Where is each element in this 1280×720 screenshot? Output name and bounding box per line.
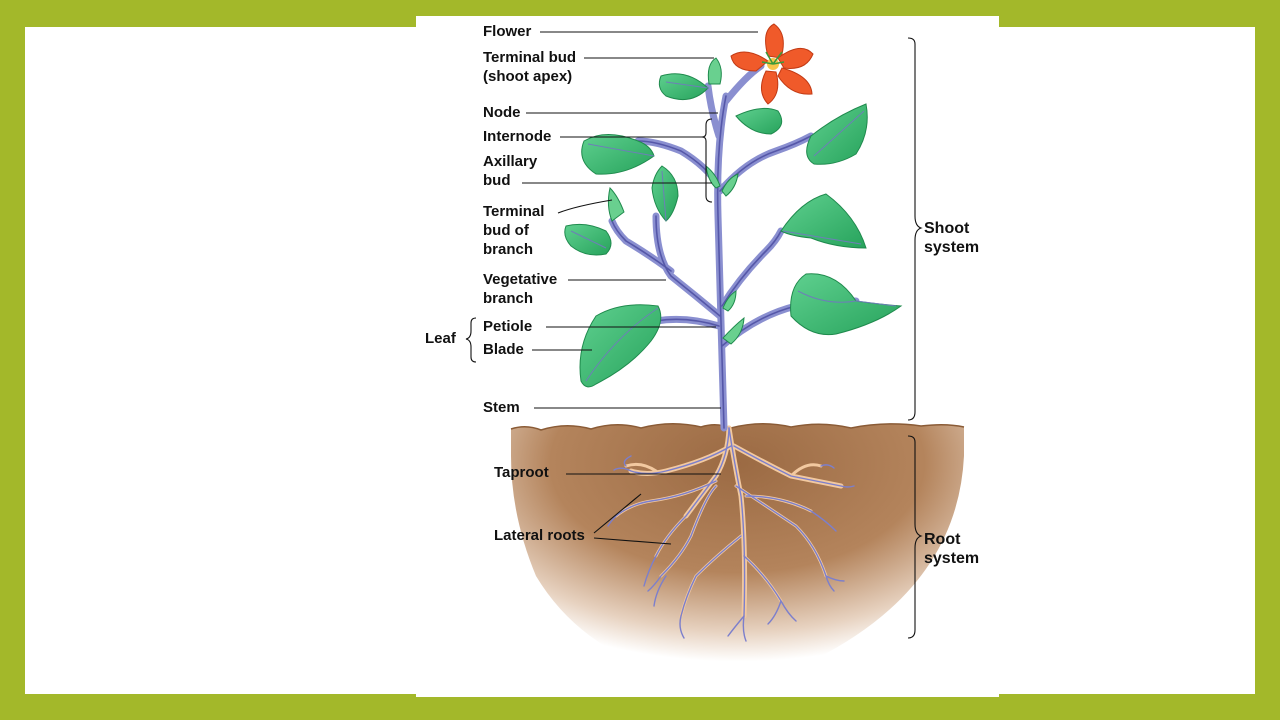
label-internode: Internode [483, 128, 552, 145]
label-lateral-roots: Lateral roots [494, 527, 585, 544]
plant-illustration [465, 23, 965, 688]
label-node: Node [483, 104, 521, 121]
leaf-right-top [806, 103, 868, 165]
label-root: Root [924, 531, 961, 548]
root-system [607, 425, 855, 642]
leaf-top-left [658, 73, 709, 101]
label-leaf: Leaf [425, 330, 456, 347]
label-shoot-system: system [924, 239, 980, 256]
label-petiole: Petiole [483, 318, 533, 335]
leaf-right-bottom [790, 273, 903, 336]
label-vegetative-branch: branch [483, 290, 534, 307]
label-axillary-bud: bud [483, 172, 511, 189]
label-shoot-apex: (shoot apex) [483, 68, 573, 85]
buds [607, 57, 745, 345]
label-terminal-bud: Terminal bud [483, 49, 577, 66]
plant-diagram: Flower Terminal bud (shoot apex) Node In… [416, 16, 999, 697]
flower-center [761, 51, 785, 70]
label-flower: Flower [483, 23, 532, 40]
label-root-system: system [924, 550, 980, 567]
flower [730, 23, 814, 105]
label-axillary: Axillary [483, 153, 538, 170]
leaf-blade [579, 304, 662, 388]
leaves [564, 73, 903, 388]
soil [511, 423, 964, 688]
label-branch: branch [483, 241, 534, 258]
leaf-top-right [735, 107, 783, 135]
label-terminal: Terminal [483, 203, 545, 220]
stems [608, 62, 860, 432]
label-vegetative: Vegetative [483, 271, 558, 288]
leader-lines [465, 31, 923, 639]
label-blade: Blade [483, 341, 524, 358]
label-bud-of: bud of [483, 222, 529, 239]
leaf-right-mid [780, 193, 867, 249]
label-shoot: Shoot [924, 220, 970, 237]
label-stem: Stem [483, 399, 520, 416]
leaf-upper-left [581, 134, 655, 175]
label-taproot: Taproot [494, 464, 549, 481]
